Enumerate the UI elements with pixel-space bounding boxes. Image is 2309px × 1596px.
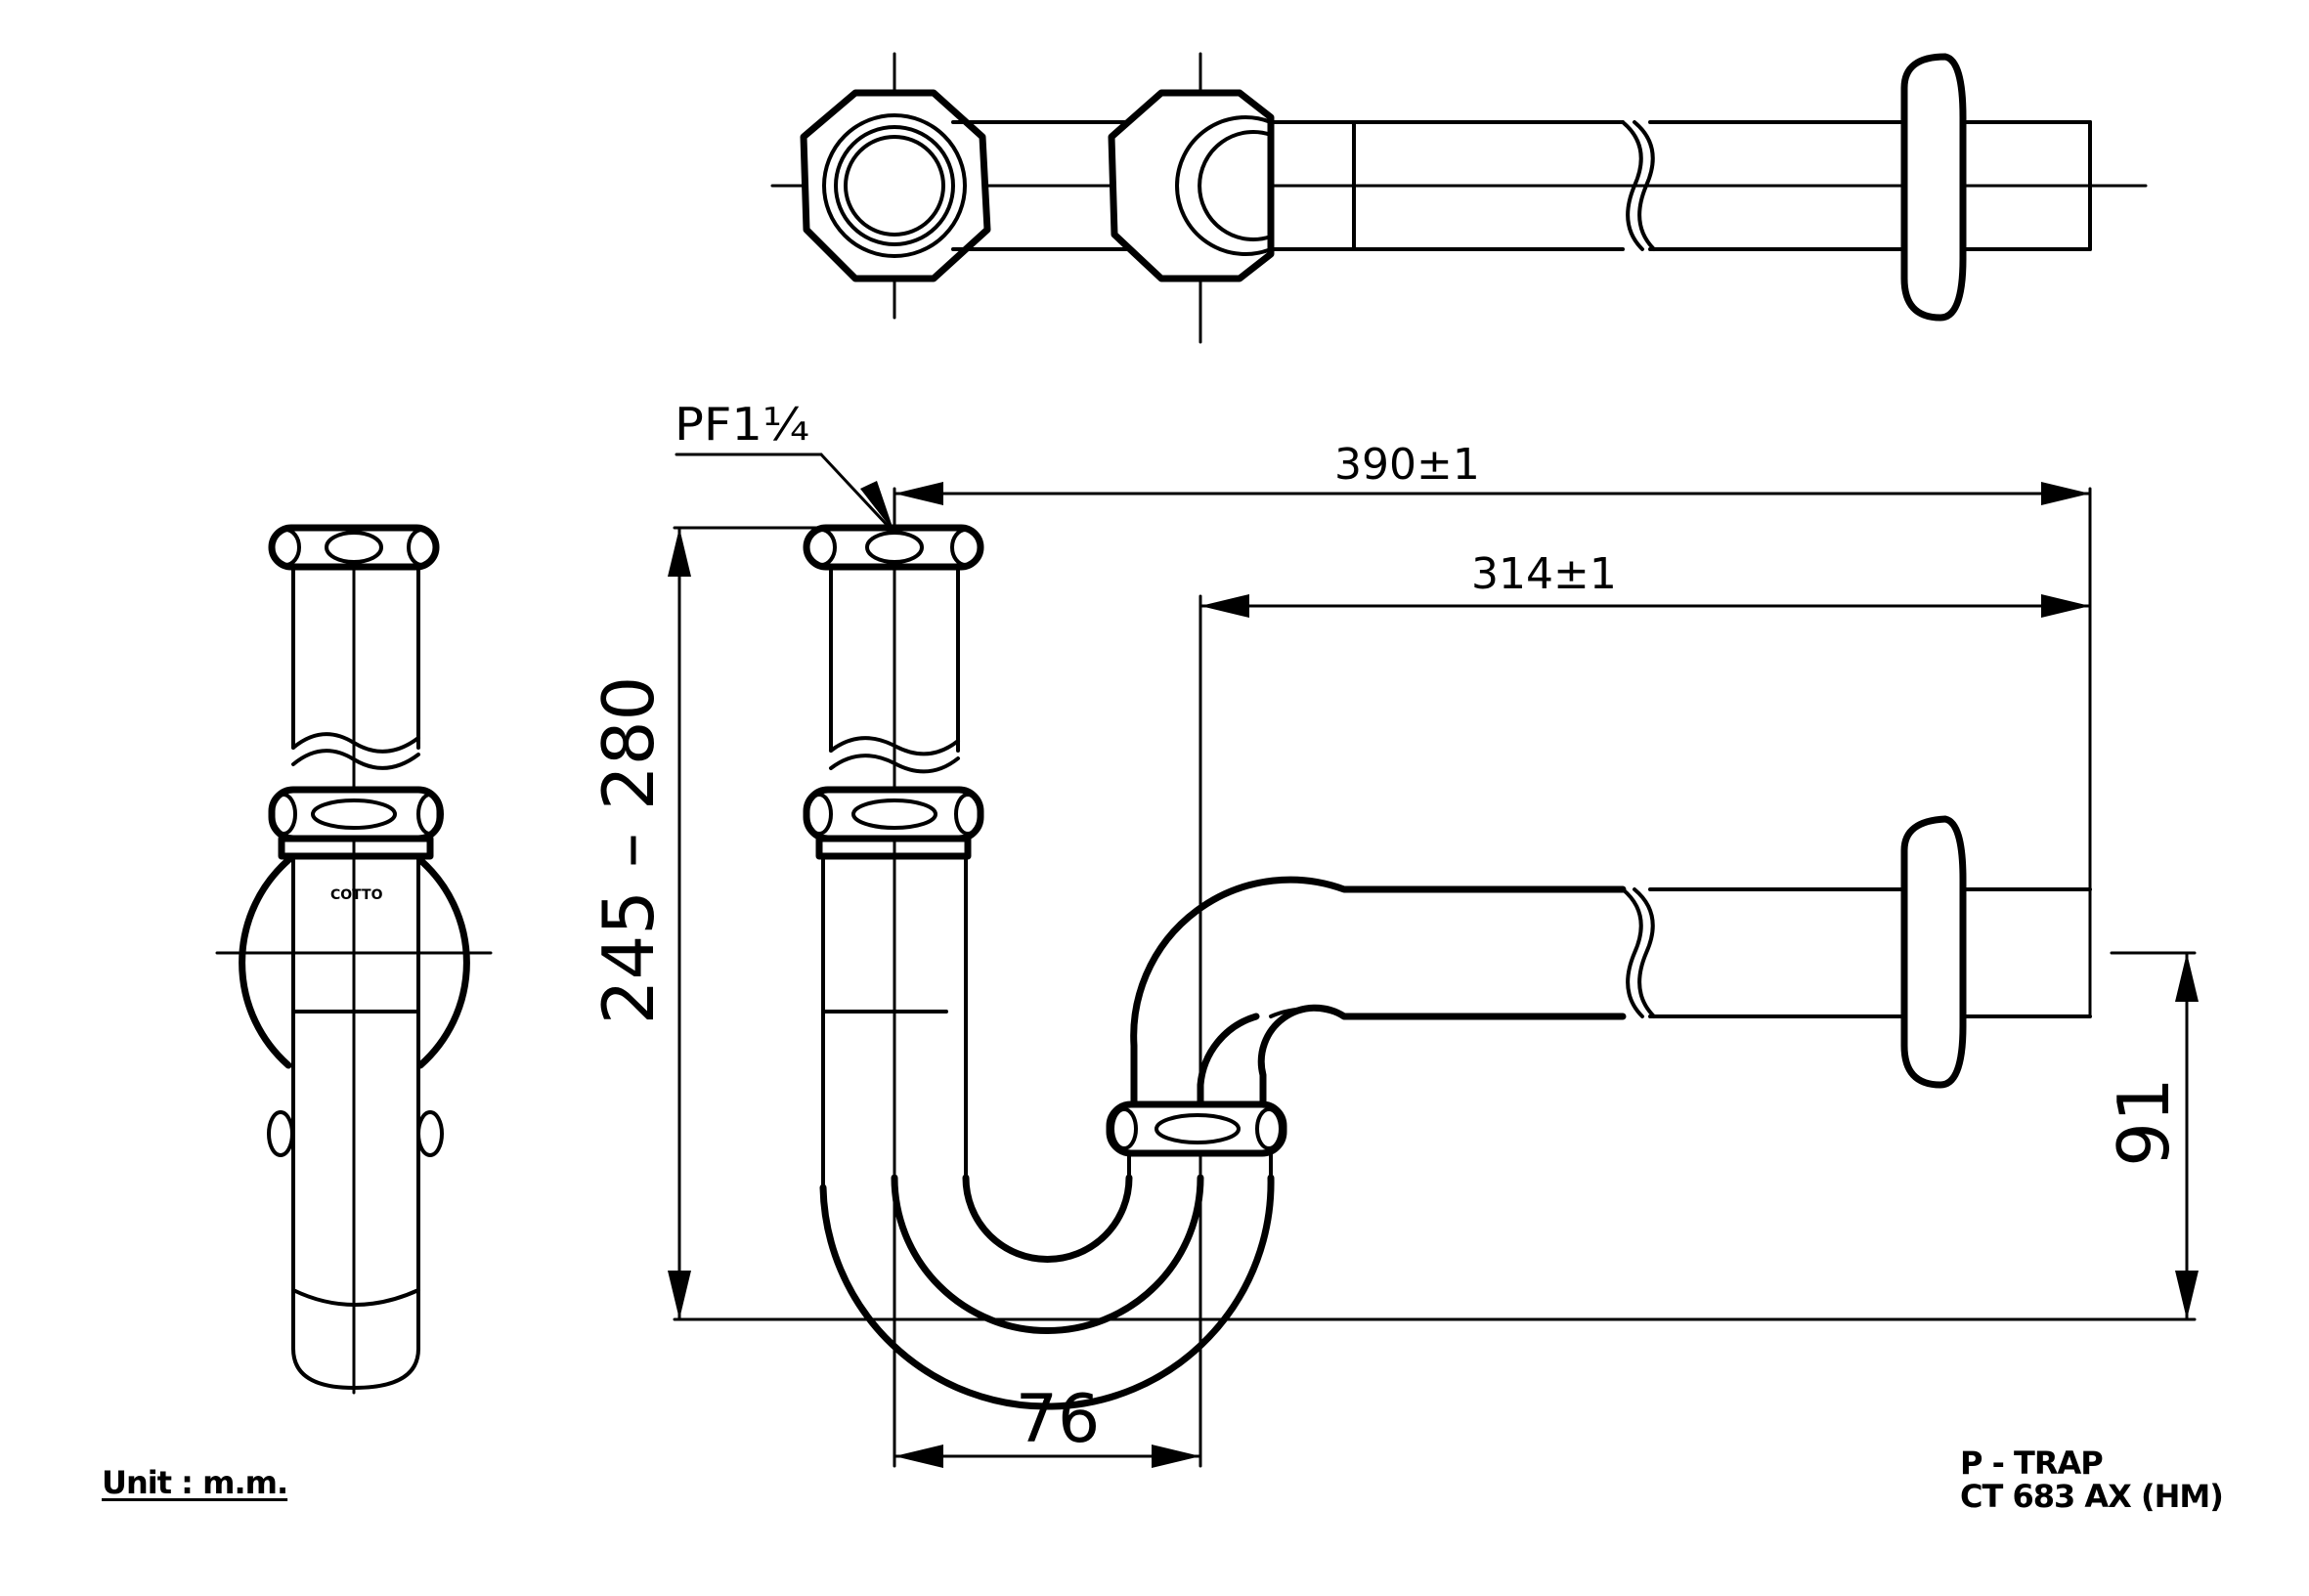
product-type: P - TRAP <box>1960 1445 2104 1482</box>
front-view-wall-flange <box>1900 815 1967 1089</box>
side-view: COTTO <box>215 524 493 1395</box>
overall-length-dimension: 390±1 <box>1334 440 1480 490</box>
top-view <box>770 52 2148 344</box>
thread-size-label: PF1¼ <box>675 398 809 451</box>
unit-label: Unit : m.m. <box>102 1464 288 1501</box>
top-view-nut-left <box>800 89 991 282</box>
top-view-wall-flange <box>1900 53 1967 322</box>
svg-text:COTTO: COTTO <box>330 887 383 903</box>
trap-width-dimension: 76 <box>1016 1381 1101 1458</box>
outlet-length-dimension: 314±1 <box>1471 549 1617 599</box>
title-block: P - TRAP CT 683 AX (HM) <box>1960 1445 2224 1515</box>
model-code: CT 683 AX (HM) <box>1960 1478 2224 1515</box>
front-view <box>803 487 2092 1468</box>
dimension-lines <box>668 453 2199 1468</box>
outlet-height-dimension: 91 <box>2103 1077 2185 1167</box>
height-range-dimension: 245 – 280 <box>588 676 670 1025</box>
top-view-nut-right <box>1108 89 1275 282</box>
